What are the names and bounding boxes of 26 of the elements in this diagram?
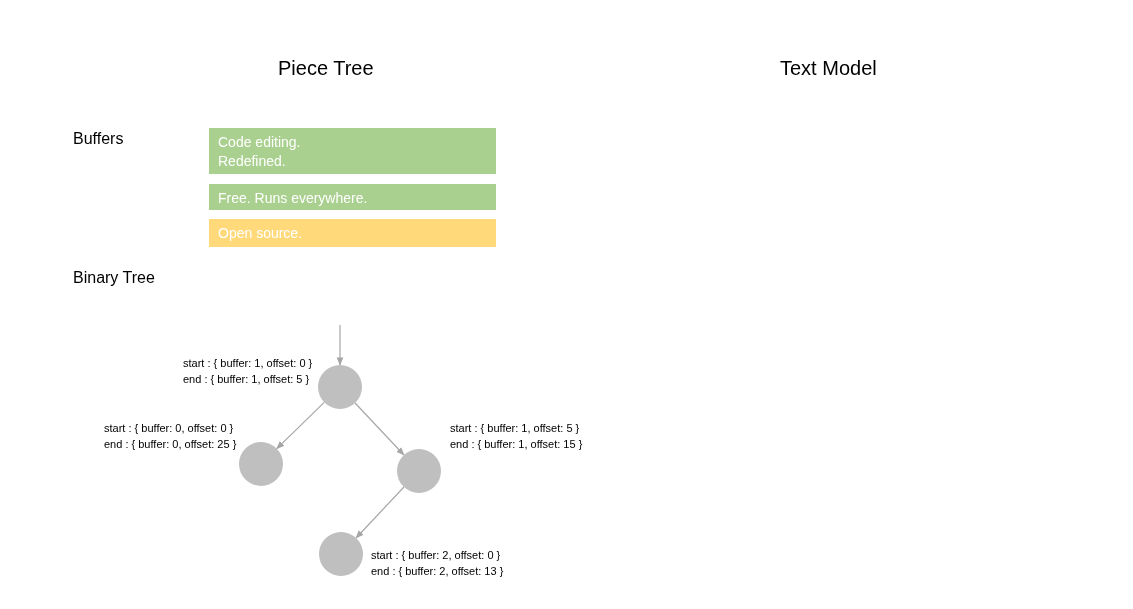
buffer-box xyxy=(209,184,496,210)
tree-node-circle xyxy=(397,449,441,493)
tree-node-circle xyxy=(319,532,363,576)
row-label: Buffers xyxy=(73,130,124,148)
arrow xyxy=(355,486,405,539)
node-annotation: start : { buffer: 1, offset: 5 } xyxy=(450,421,580,436)
node-annotation: start : { buffer: 0, offset: 0 } xyxy=(104,421,234,436)
buffer-box xyxy=(209,219,496,247)
arrow xyxy=(354,402,405,456)
buffer-box xyxy=(209,128,496,174)
buffer-text: Open source. xyxy=(218,224,304,243)
row-label: Binary Tree xyxy=(73,269,155,287)
tree-node-circle xyxy=(239,442,283,486)
node-annotation: start : { buffer: 1, offset: 0 } xyxy=(183,356,313,371)
node-annotation: start : { buffer: 2, offset: 0 } xyxy=(371,548,501,563)
buffer-text: Free. Runs everywhere. xyxy=(218,189,369,208)
node-annotation: end : { buffer: 1, offset: 15 } xyxy=(450,437,583,452)
arrow xyxy=(276,401,325,450)
buffer-text: Code editing. Redefined. xyxy=(218,133,302,171)
node-annotation: end : { buffer: 2, offset: 13 } xyxy=(371,564,504,579)
tree-node-circle xyxy=(318,365,362,409)
node-annotation: end : { buffer: 1, offset: 5 } xyxy=(183,372,310,387)
section-heading: Piece Tree xyxy=(278,57,374,80)
arrow xyxy=(336,324,344,366)
section-heading: Text Model xyxy=(780,57,877,80)
node-annotation: end : { buffer: 0, offset: 25 } xyxy=(104,437,237,452)
